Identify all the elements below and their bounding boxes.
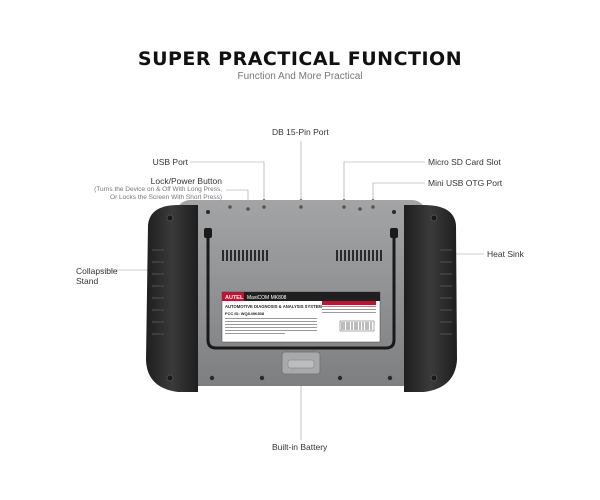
mini-usb-otg-label: Mini USB OTG Port xyxy=(428,178,503,188)
top-ports xyxy=(228,205,375,211)
right-bumper xyxy=(404,205,457,392)
built-in-battery-label: Built-in Battery xyxy=(272,442,328,452)
label-fcc: FCC ID: WQ8-MK808 xyxy=(225,311,265,316)
lock-power-note-line-1: (Turns the Device on & Off With Long Pre… xyxy=(94,186,222,193)
page-title: SUPER PRACTICAL FUNCTION xyxy=(137,48,463,70)
micro-sd-slot-label: Micro SD Card Slot xyxy=(428,157,501,167)
left-bumper xyxy=(146,205,198,392)
collapsible-stand-label-line-2: Stand xyxy=(76,276,99,286)
usb-port-label: USB Port xyxy=(152,157,188,167)
collapsible-stand-label-line-1: Collapsible xyxy=(76,266,118,276)
heat-sink-label: Heat Sink xyxy=(487,249,524,259)
collapsible-stand xyxy=(206,232,396,350)
page-subtitle: Function And More Practical xyxy=(237,71,363,82)
heat-sink-vents xyxy=(222,250,382,261)
db15-port-label: DB 15-Pin Port xyxy=(272,127,329,137)
label-system: AUTOMOTIVE DIAGNOSIS & ANALYSIS SYSTEM xyxy=(225,304,322,309)
lock-power-button-label: Lock/Power Button xyxy=(150,176,222,186)
lock-power-note-line-2: Or Locks the Screen With Short Press) xyxy=(110,194,222,201)
label-brand: AUTEL xyxy=(225,295,244,301)
label-model: MaxiCOM MK808 xyxy=(247,295,287,301)
